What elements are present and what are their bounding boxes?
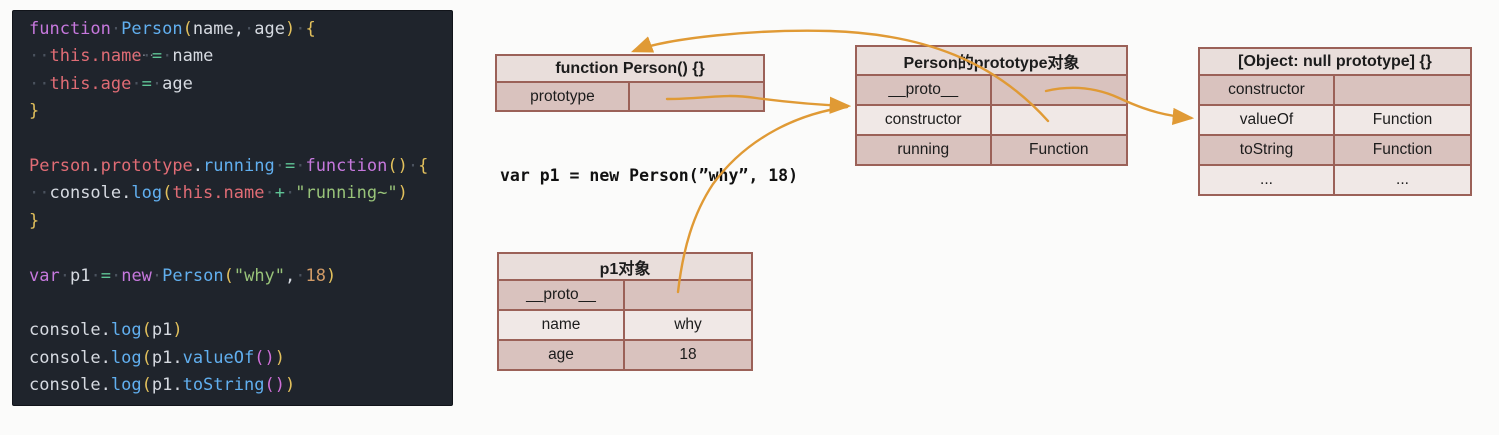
table-title: function Person() {}	[497, 56, 763, 83]
table-row: constructor	[857, 106, 1126, 136]
code-line	[29, 290, 452, 317]
table-value-cell	[992, 106, 1127, 134]
table-row: age 18	[499, 341, 751, 369]
code-line: console.log(p1)	[29, 320, 183, 341]
table-value-cell	[1335, 76, 1470, 104]
table-title: p1对象	[499, 254, 751, 281]
table-value-cell: Function	[1372, 141, 1433, 158]
table-row: constructor	[1200, 76, 1470, 106]
table-value-cell: 18	[679, 346, 697, 363]
table-key-cell: __proto__	[857, 76, 992, 104]
table-key-cell: name	[499, 311, 625, 339]
code-lines: function·Person(name,·age)·{ ··this.name·…	[29, 16, 452, 399]
table-value-cell	[992, 76, 1127, 104]
code-line	[29, 126, 452, 153]
table-key-cell: age	[499, 341, 625, 369]
code-line: console.log(p1.toString())	[29, 375, 296, 396]
table-title: Person的prototype对象	[857, 47, 1126, 76]
table-function-person: function Person() {}prototype	[495, 54, 765, 112]
code-line: var·p1·=·new·Person("why",·18)	[29, 265, 337, 286]
table-value-cell: ...	[1396, 171, 1409, 188]
code-line: ··this.name·=·name	[29, 46, 214, 67]
table-key-cell: ...	[1200, 166, 1335, 194]
table-key-cell: valueOf	[1200, 106, 1335, 134]
table-key-cell: __proto__	[499, 281, 625, 309]
code-line: ··this.age·=·age	[29, 73, 193, 94]
table-key-cell: toString	[1200, 136, 1335, 164]
table-title: [Object: null prototype] {}	[1200, 49, 1470, 76]
table-row: ......	[1200, 166, 1470, 194]
code-line	[29, 235, 452, 262]
code-line: ··console.log(this.name·+·"running~")	[29, 183, 408, 204]
table-row: toString Function	[1200, 136, 1470, 166]
table-row: prototype	[497, 83, 763, 110]
table-value-cell: Function	[1372, 111, 1433, 128]
code-editor-panel[interactable]: function·Person(name,·age)·{ ··this.name·…	[12, 10, 453, 406]
table-key-cell: constructor	[857, 106, 992, 134]
table-row: __proto__	[857, 76, 1126, 106]
table-row: valueOf Function	[1200, 106, 1470, 136]
code-line: }	[29, 101, 40, 122]
table-row: name why	[499, 311, 751, 341]
code-line: }	[29, 210, 40, 231]
table-key-cell: constructor	[1200, 76, 1335, 104]
codelens-dots: ···	[133, 49, 156, 62]
table-row: __proto__	[499, 281, 751, 311]
table-row: running Function	[857, 136, 1126, 164]
code-line: function·Person(name,·age)·{	[29, 19, 316, 39]
table-key-cell: running	[857, 136, 992, 164]
table-value-cell	[630, 83, 763, 110]
var-statement: var p1 = new Person(”why”, 18)	[500, 166, 799, 185]
table-key-cell: prototype	[497, 83, 630, 110]
table-p1-object: p1对象__proto__name why age 18	[497, 252, 753, 371]
table-value-cell: why	[674, 316, 702, 333]
table-value-cell: Function	[1029, 141, 1089, 158]
code-line: Person.prototype.running·=·function()·{	[29, 155, 429, 176]
table-value-cell	[625, 281, 751, 309]
code-line: console.log(p1.valueOf())	[29, 347, 285, 368]
